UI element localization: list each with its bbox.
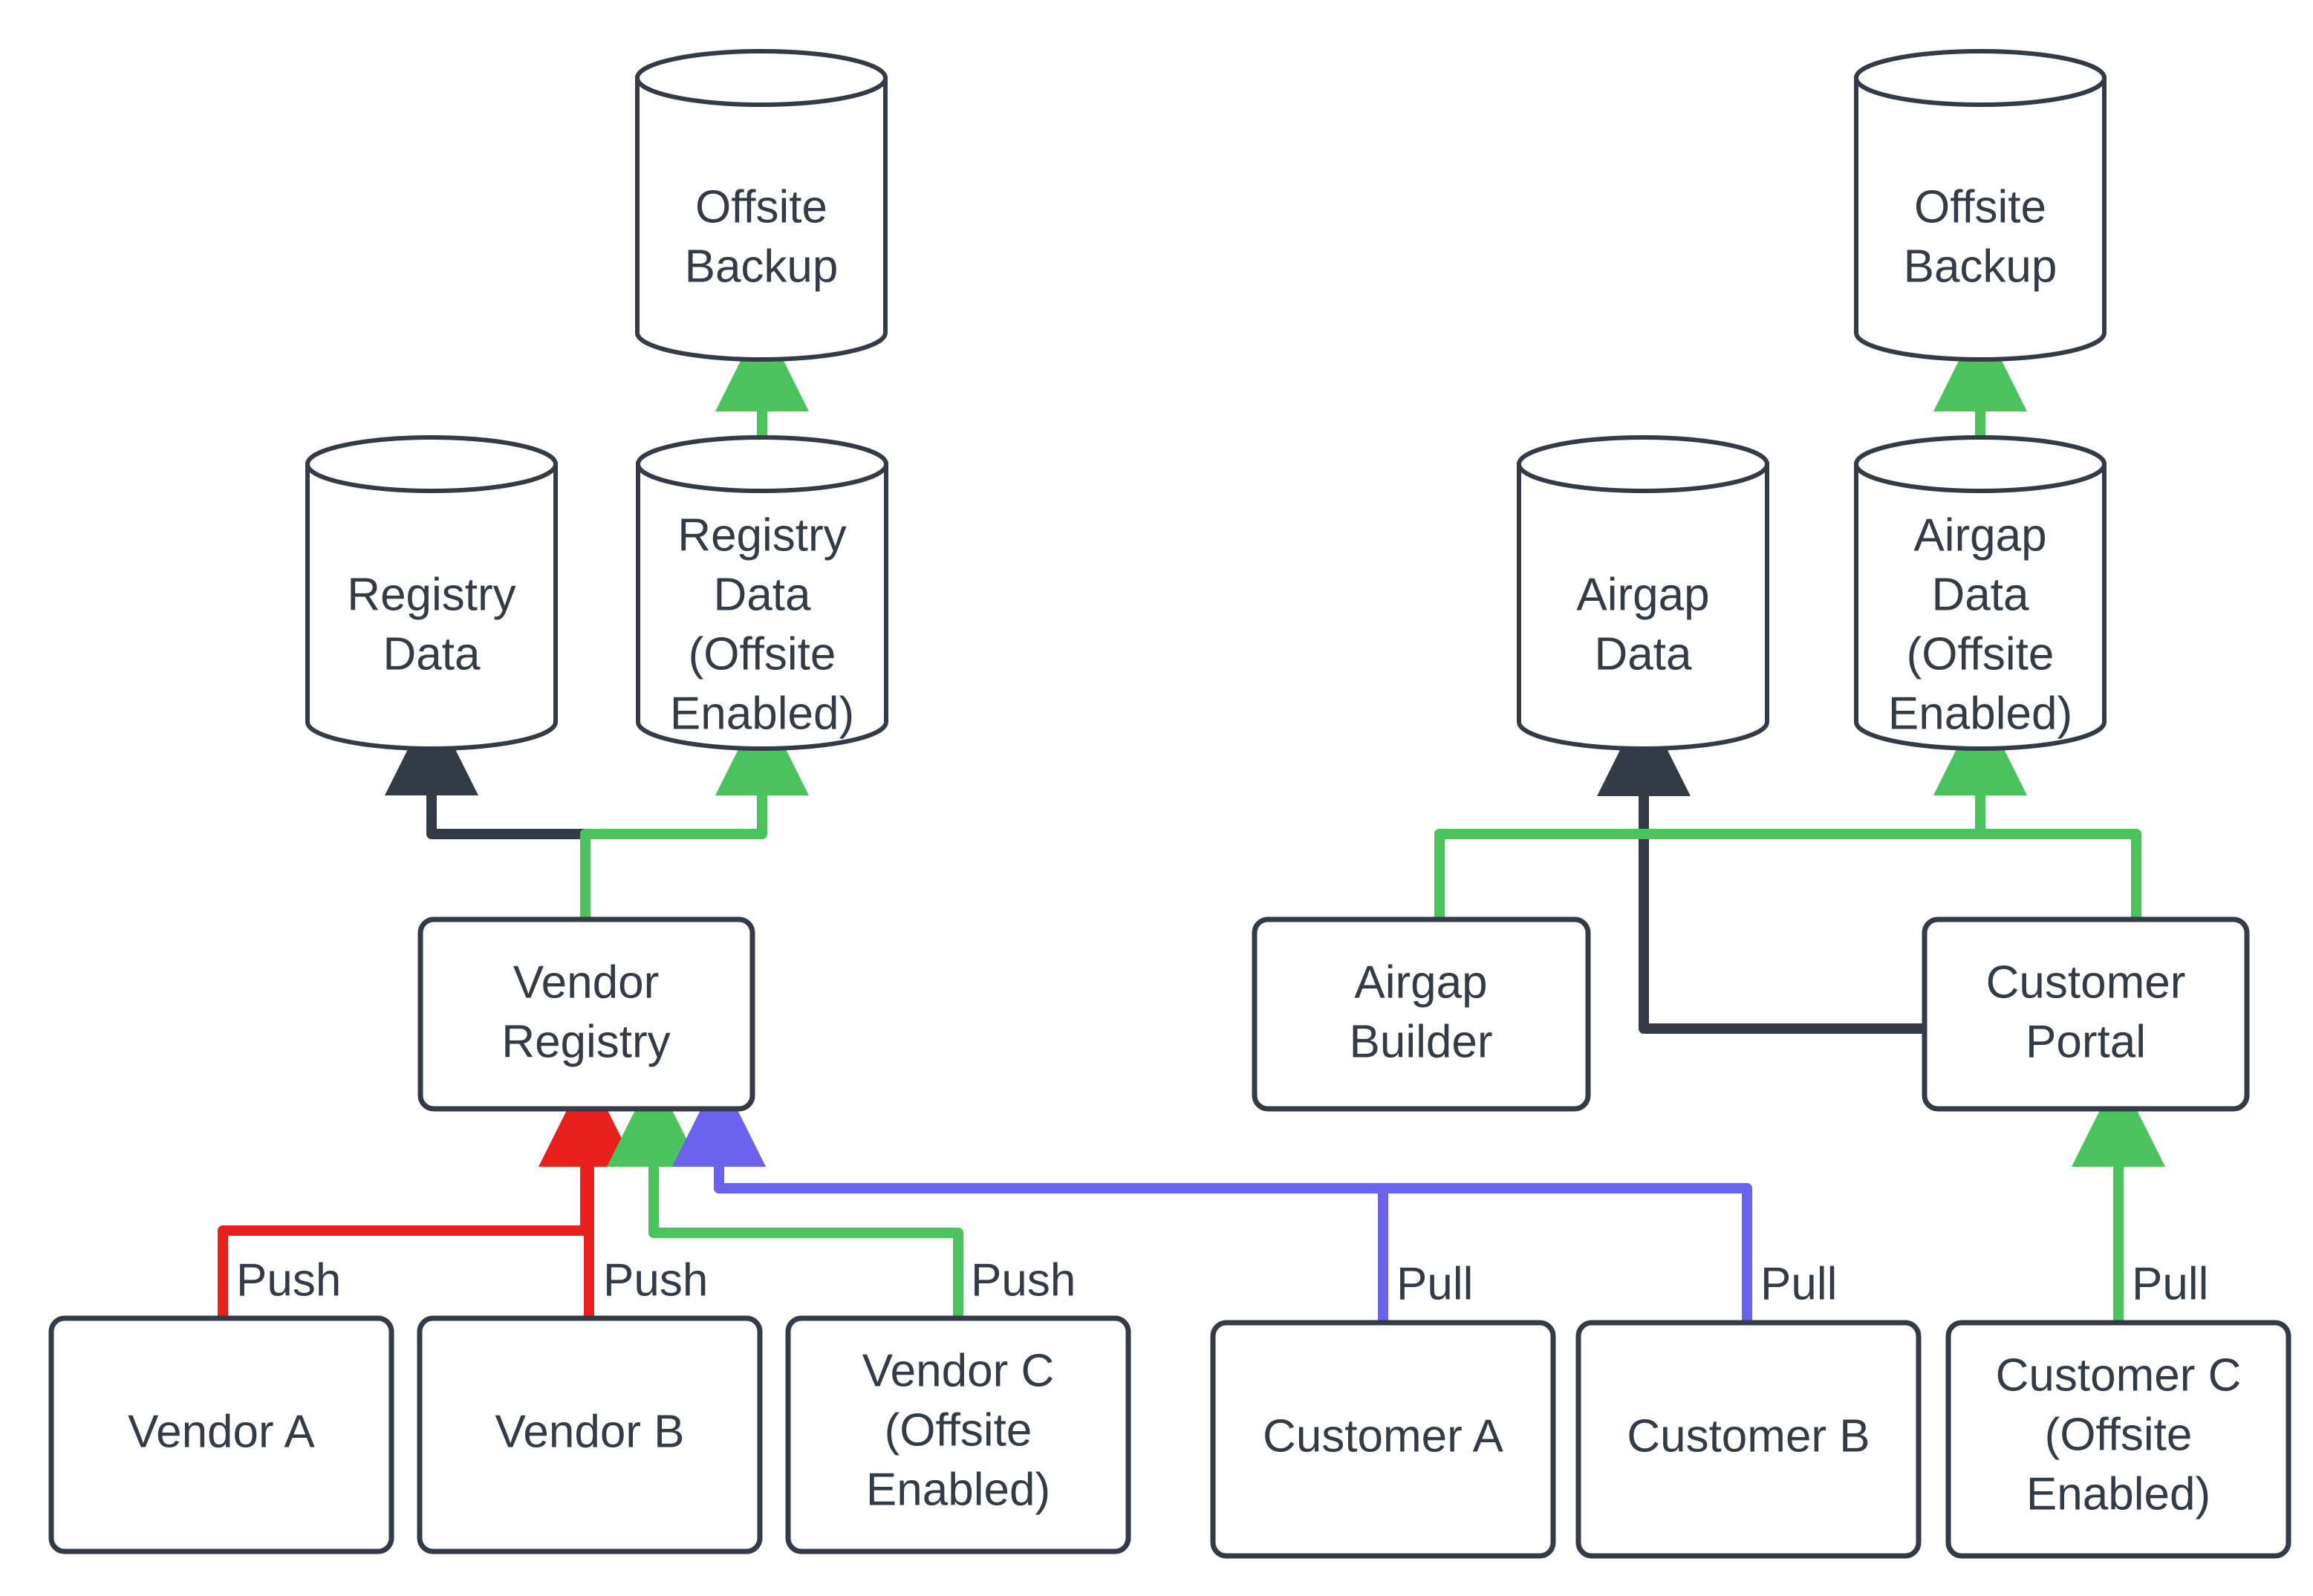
customer-b-label: Customer B (1627, 1410, 1870, 1462)
offsite-backup-right-line-2: Backup (1904, 241, 2057, 292)
vendor-c-line-3: Enabled) (866, 1464, 1050, 1515)
node-airgap-data[interactable]: Airgap Data (1517, 435, 1769, 751)
edge-customer-b-pull (672, 1073, 1752, 1320)
edge-label-vendor-a-push: Push (236, 1254, 341, 1306)
airgap-data-offsite-line-1: Airgap (1913, 509, 2046, 561)
offsite-backup-right-line-1: Offsite (1914, 181, 2046, 232)
node-vendor-b[interactable]: Vendor B (417, 1315, 763, 1554)
edge-vendor-registry-to-registry-data-offsite (580, 702, 809, 917)
customer-a-label: Customer A (1263, 1410, 1504, 1462)
airgap-data-offsite-line-4: Enabled) (1888, 688, 2072, 739)
customer-portal-line-2: Portal (2026, 1016, 2146, 1067)
vendor-registry-line-1: Vendor (513, 957, 660, 1008)
airgap-builder-line-2: Builder (1350, 1016, 1493, 1067)
node-customer-a[interactable]: Customer A (1210, 1320, 1556, 1559)
registry-data-line-2: Data (383, 628, 481, 680)
registry-data-offsite-line-1: Registry (677, 509, 846, 561)
node-registry-data[interactable]: Registry Data (305, 435, 558, 751)
airgap-data-line-2: Data (1595, 628, 1692, 680)
registry-data-offsite-line-2: Data (714, 569, 811, 620)
vendor-a-label: Vendor A (128, 1406, 315, 1457)
vendor-c-line-1: Vendor C (862, 1345, 1055, 1396)
vendor-c-line-2: (Offsite (885, 1404, 1032, 1456)
edge-label-customer-b-pull: Pull (1760, 1258, 1837, 1309)
node-offsite-backup-left[interactable]: Offsite Backup (635, 49, 888, 362)
airgap-data-offsite-line-2: Data (1932, 569, 2029, 620)
edge-label-vendor-b-push: Push (603, 1254, 708, 1306)
node-customer-portal[interactable]: Customer Portal (1922, 916, 2250, 1112)
airgap-data-offsite-line-3: (Offsite (1907, 628, 2055, 680)
edge-customer-portal-to-airgap-data-offsite (1933, 702, 2141, 917)
registry-data-offsite-line-3: (Offsite (689, 628, 836, 680)
edge-label-customer-a-pull: Pull (1396, 1258, 1473, 1309)
node-customer-c[interactable]: Customer C (Offsite Enabled) (1945, 1320, 2291, 1559)
node-registry-data-offsite[interactable]: Registry Data (Offsite Enabled) (636, 435, 888, 751)
vendor-registry-line-2: Registry (501, 1016, 670, 1067)
edge-vendor-c-push (607, 1073, 963, 1316)
customer-portal-line-1: Customer (1986, 957, 2186, 1008)
node-vendor-a[interactable]: Vendor A (48, 1315, 394, 1554)
edge-label-vendor-c-push: Push (971, 1254, 1076, 1306)
registry-data-line-1: Registry (347, 569, 515, 620)
customer-c-line-1: Customer C (1996, 1349, 2242, 1401)
registry-data-offsite-line-4: Enabled) (670, 688, 854, 739)
customer-c-line-3: Enabled) (2026, 1468, 2210, 1520)
node-customer-b[interactable]: Customer B (1575, 1320, 1922, 1559)
edge-label-customer-c-pull: Pull (2132, 1258, 2208, 1309)
node-vendor-c[interactable]: Vendor C (Offsite Enabled) (785, 1315, 1131, 1554)
node-vendor-registry[interactable]: Vendor Registry (417, 916, 755, 1112)
edge-customer-portal-to-airgap-data (1597, 703, 1922, 1034)
offsite-backup-left-line-2: Backup (685, 241, 839, 292)
vendor-b-label: Vendor B (495, 1406, 684, 1457)
customer-c-line-2: (Offsite (2045, 1409, 2193, 1460)
node-offsite-backup-right[interactable]: Offsite Backup (1854, 49, 2107, 362)
node-airgap-data-offsite[interactable]: Airgap Data (Offsite Enabled) (1854, 435, 2107, 751)
node-airgap-builder[interactable]: Airgap Builder (1252, 916, 1591, 1112)
edge-airgap-builder-to-airgap-data-offsite (1434, 702, 2027, 917)
edge-vendor-registry-to-registry-data (385, 702, 591, 917)
airgap-builder-line-1: Airgap (1354, 957, 1487, 1008)
airgap-data-line-1: Airgap (1576, 569, 1709, 620)
offsite-backup-left-line-1: Offsite (695, 181, 827, 232)
